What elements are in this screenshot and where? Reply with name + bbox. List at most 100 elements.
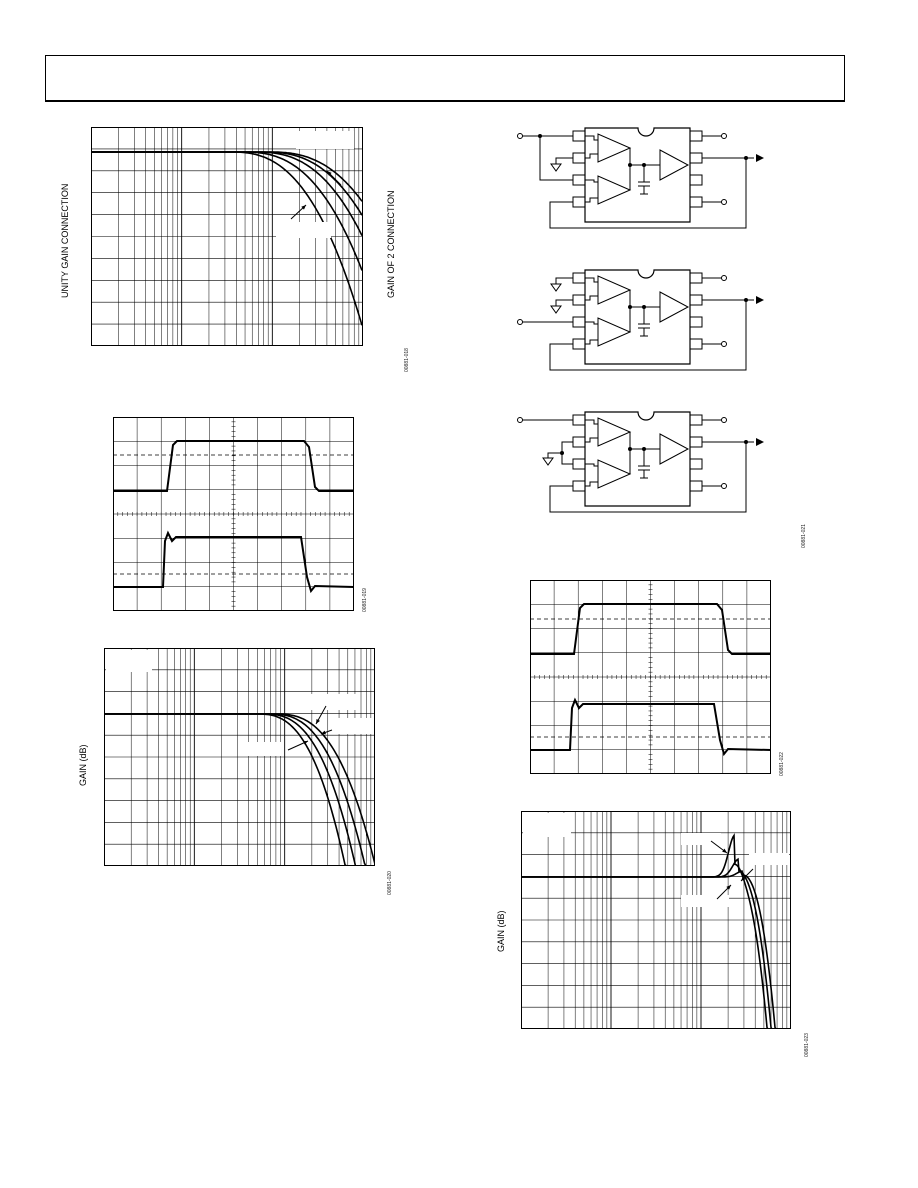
input-amplifier-2 [597, 317, 632, 347]
junction-dot [628, 163, 632, 167]
pin-left-1 [572, 272, 586, 284]
terminal-node [721, 341, 727, 347]
pin-left-1 [572, 414, 586, 426]
terminal-node [721, 133, 727, 139]
pin-right-3 [689, 174, 703, 186]
label-backdrop [238, 742, 284, 756]
page-header-box [45, 55, 845, 102]
pin-left-4 [572, 480, 586, 492]
callout-arrow-2-head [321, 730, 326, 735]
pin-right-4 [689, 196, 703, 208]
pin-right-3 [689, 458, 703, 470]
figure-gain-plot-1 [104, 648, 375, 866]
pin-right-2 [689, 436, 703, 448]
ground-symbol [550, 157, 573, 172]
gain-curve-3 [522, 870, 777, 1029]
gain-db-axis-label-1: GAIN (dB) [78, 744, 88, 786]
pulse-response-scope-1 [113, 417, 354, 611]
figure-pulse-response-1 [113, 417, 354, 611]
right-terminals [702, 135, 722, 203]
terminal-node [721, 417, 727, 423]
pin-routing [585, 135, 598, 203]
figure-number-19: 00881-019 [362, 588, 368, 612]
output-waveform [113, 440, 354, 492]
junction-dot [538, 134, 542, 138]
input-waveform [113, 530, 354, 594]
pin-left-4 [572, 196, 586, 208]
label-backdrop [681, 895, 729, 907]
figure-pulse-response-2 [530, 580, 771, 774]
callout-arrow-3-head [303, 741, 308, 745]
terminal-node [721, 199, 727, 205]
gain-plot-2 [521, 811, 791, 1029]
pin-right-1 [689, 414, 703, 426]
junction-dot [560, 451, 564, 455]
output-amplifier [659, 433, 690, 465]
figure-number-23: 00881-023 [804, 1033, 810, 1057]
pin-left-1 [572, 130, 586, 142]
label-backdrop [276, 222, 331, 238]
output-amplifier [659, 291, 690, 323]
label-backdrop [304, 694, 356, 710]
internal-wiring [629, 432, 660, 474]
pin-routing [585, 419, 598, 487]
junction-dot [628, 305, 632, 309]
internal-wiring [629, 148, 660, 190]
callout-arrow-3-head [726, 885, 731, 890]
output-arrow [756, 296, 764, 304]
feedback-path [549, 300, 747, 371]
compensation-capacitor [638, 165, 650, 195]
input-amplifier-2 [597, 175, 632, 205]
figure-number-22: 00881-022 [779, 752, 785, 776]
callout-arrow-2-head [741, 876, 746, 881]
input-amplifier-1 [597, 133, 632, 163]
pin-right-1 [689, 130, 703, 142]
ground-symbols [550, 277, 573, 314]
pin-left-3 [572, 458, 586, 470]
compensation-capacitor [638, 307, 650, 337]
label-backdrop [329, 718, 373, 734]
label-backdrop [749, 853, 789, 865]
label-backdrop [114, 418, 136, 434]
label-backdrop [296, 131, 354, 149]
gain-of-2-connection-label: GAIN OF 2 CONNECTION [386, 190, 396, 298]
pin-left-4 [572, 338, 586, 350]
compensation-capacitor [638, 449, 650, 479]
terminal-node [721, 483, 727, 489]
input-wiring [522, 419, 573, 466]
pin-right-1 [689, 272, 703, 284]
figure-frequency-response-1 [91, 127, 363, 346]
label-backdrop [531, 581, 553, 597]
right-terminals [702, 419, 722, 487]
figure-gain-plot-2 [521, 811, 791, 1029]
callout-arrow-1-head [301, 205, 306, 210]
label-backdrop [106, 650, 152, 672]
pin-right-2 [689, 152, 703, 164]
input-waveform [530, 697, 771, 757]
label-backdrop [681, 833, 721, 845]
input-node [517, 319, 523, 325]
input-amplifier-1 [597, 275, 632, 305]
terminal-node [721, 275, 727, 281]
pin-left-2 [572, 436, 586, 448]
schematic-b [517, 269, 764, 371]
pin-left-3 [572, 174, 586, 186]
input-wiring [522, 135, 573, 181]
pin-routing [585, 277, 598, 345]
output-arrow [756, 154, 764, 162]
feedback-path [549, 442, 747, 513]
input-amplifier-2 [597, 459, 632, 489]
junction-dot [628, 447, 632, 451]
output-arrow [756, 438, 764, 446]
pin-right-3 [689, 316, 703, 328]
schematic-a [517, 127, 764, 229]
gain-curve-4 [105, 713, 375, 865]
pin-right-2 [689, 294, 703, 306]
input-node [517, 133, 523, 139]
ic-package [584, 269, 691, 365]
callout-arrow-1-head [316, 719, 320, 724]
figure-circuit-schematics [510, 118, 790, 538]
ic-package [584, 127, 691, 223]
right-terminals [702, 277, 722, 345]
pin-left-2 [572, 294, 586, 306]
